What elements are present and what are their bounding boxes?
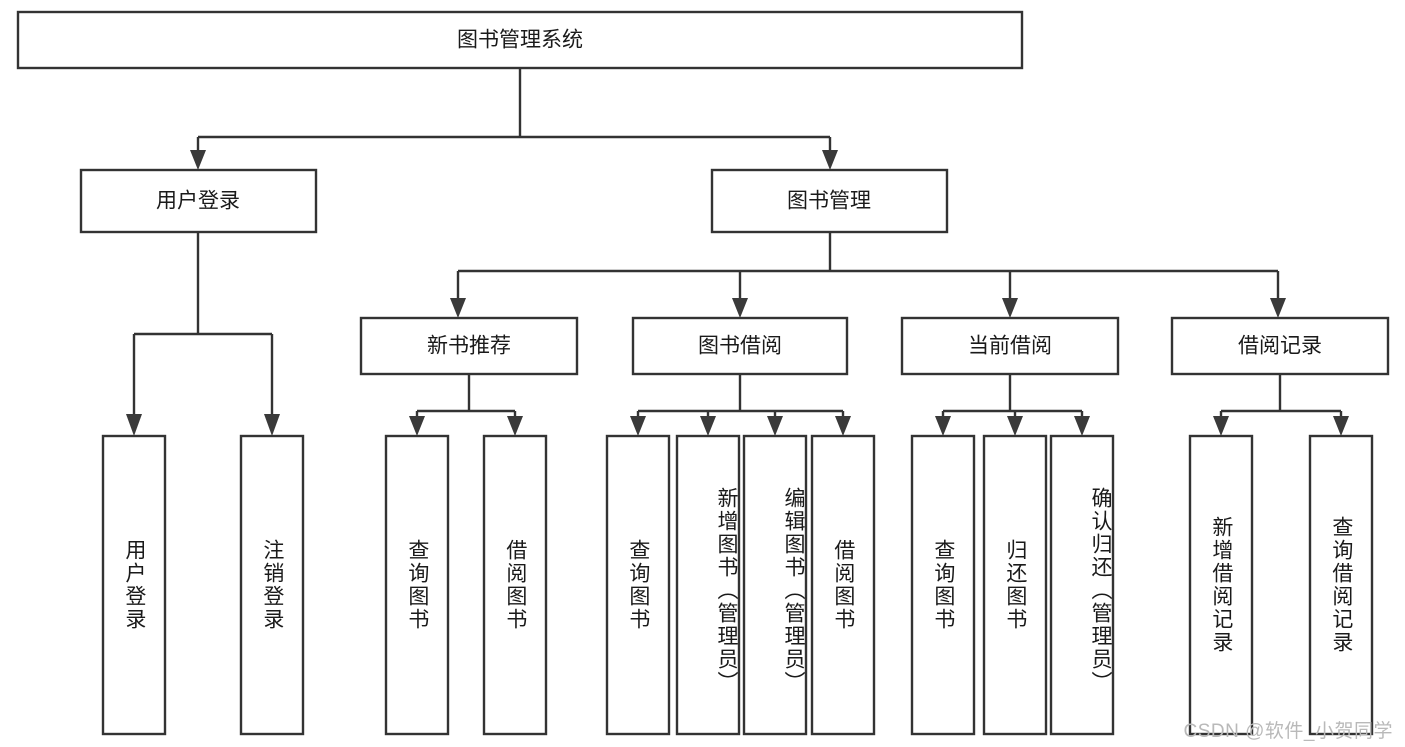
leaf-borrow-book-b-box[interactable] xyxy=(810,434,876,736)
node-current-borrow-box[interactable] xyxy=(900,316,1120,376)
leaf-add-book-label: 新增图书（管理员） xyxy=(715,486,738,694)
connector-group-user-login xyxy=(126,232,280,436)
connector-group-root xyxy=(190,68,838,170)
csdn-watermark: CSDN @软件_小贺同学 xyxy=(1183,721,1393,742)
arrow-head-query-book-a xyxy=(409,416,425,436)
leaf-query-book-b-box[interactable] xyxy=(605,434,671,736)
node-book-mgmt-label: 图书管理 xyxy=(787,190,871,213)
node-book-mgmt-box[interactable] xyxy=(710,168,949,234)
leaf-confirm-return-box[interactable] xyxy=(1049,434,1115,736)
leaf-logout-label: 注销登录 xyxy=(260,539,284,631)
node-borrow-record-label: 借阅记录 xyxy=(1238,335,1322,358)
arrow-head-query-record xyxy=(1333,416,1349,436)
connector-group-book-borrow xyxy=(630,374,851,436)
connector-group-book-mgmt xyxy=(450,232,1286,318)
arrow-head-book-borrow xyxy=(732,298,748,318)
node-user-login-box[interactable] xyxy=(79,168,318,234)
leaf-add-book-box[interactable] xyxy=(675,434,741,736)
connector-group-current-borrow xyxy=(935,374,1090,436)
arrow-head-borrow-book-b xyxy=(835,416,851,436)
node-root-label: 图书管理系统 xyxy=(457,29,583,52)
arrow-head-leaf-user-login xyxy=(126,414,142,436)
arrow-head-user-login xyxy=(190,150,206,170)
leaf-borrow-book-a-label: 借阅图书 xyxy=(503,539,527,631)
connector-group-borrow-record xyxy=(1213,374,1349,436)
arrow-head-leaf-logout xyxy=(264,414,280,436)
node-book-borrow-box[interactable] xyxy=(631,316,849,376)
leaf-borrow-book-b-label: 借阅图书 xyxy=(831,539,855,631)
arrow-head-book-mgmt xyxy=(822,150,838,170)
leaf-query-book-c-label: 查询图书 xyxy=(931,539,955,631)
leaf-return-book-label: 归还图书 xyxy=(1003,539,1027,631)
leaf-add-record-label: 新增借阅记录 xyxy=(1209,516,1233,654)
arrow-head-borrow-book-a xyxy=(507,416,523,436)
arrow-head-add-book xyxy=(700,416,716,436)
node-current-borrow[interactable]: 当前借阅 xyxy=(900,316,1120,376)
leaf-query-book-a-box[interactable] xyxy=(384,434,450,736)
node-borrow-record-box[interactable] xyxy=(1170,316,1390,376)
node-user-login-label: 用户登录 xyxy=(156,190,240,213)
arrow-head-borrow-record xyxy=(1270,298,1286,318)
leaf-user-login-label: 用户登录 xyxy=(122,539,146,631)
leaf-boxes-group xyxy=(101,434,1374,736)
leaf-user-login-box[interactable] xyxy=(101,434,167,736)
node-new-book-rec-label: 新书推荐 xyxy=(427,335,511,358)
leaf-return-book-box[interactable] xyxy=(982,434,1048,736)
arrow-head-add-record xyxy=(1213,416,1229,436)
leaf-confirm-return-label: 确认归还（管理员） xyxy=(1089,486,1112,694)
arrow-head-new-book-rec xyxy=(450,298,466,318)
arrow-head-edit-book xyxy=(767,416,783,436)
arrow-head-return-book xyxy=(1007,416,1023,436)
node-new-book-rec-box[interactable] xyxy=(359,316,579,376)
leaf-query-book-a-label: 查询图书 xyxy=(405,539,429,631)
node-book-mgmt[interactable]: 图书管理 xyxy=(710,168,949,234)
node-root[interactable]: 图书管理系统 xyxy=(16,10,1024,70)
leaf-logout-box[interactable] xyxy=(239,434,305,736)
node-user-login[interactable]: 用户登录 xyxy=(79,168,318,234)
node-borrow-record[interactable]: 借阅记录 xyxy=(1170,316,1390,376)
connector-group-new-book-rec xyxy=(409,374,523,436)
leaf-query-book-c-box[interactable] xyxy=(910,434,976,736)
leaf-add-record-box[interactable] xyxy=(1188,434,1254,736)
arrow-head-query-book-b xyxy=(630,416,646,436)
leaf-edit-book-box[interactable] xyxy=(742,434,808,736)
node-book-borrow-label: 图书借阅 xyxy=(698,335,782,358)
node-root-box[interactable] xyxy=(16,10,1024,70)
node-book-borrow[interactable]: 图书借阅 xyxy=(631,316,849,376)
leaf-query-record-label: 查询借阅记录 xyxy=(1329,516,1353,654)
node-current-borrow-label: 当前借阅 xyxy=(968,335,1052,358)
leaf-query-book-b-label: 查询图书 xyxy=(626,539,650,631)
leaf-edit-book-label: 编辑图书（管理员） xyxy=(782,486,805,694)
arrow-head-confirm-return xyxy=(1074,416,1090,436)
leaf-query-record-box[interactable] xyxy=(1308,434,1374,736)
leaf-borrow-book-a-box[interactable] xyxy=(482,434,548,736)
arrow-head-current-borrow xyxy=(1002,298,1018,318)
node-new-book-rec[interactable]: 新书推荐 xyxy=(359,316,579,376)
arrow-head-query-book-c xyxy=(935,416,951,436)
